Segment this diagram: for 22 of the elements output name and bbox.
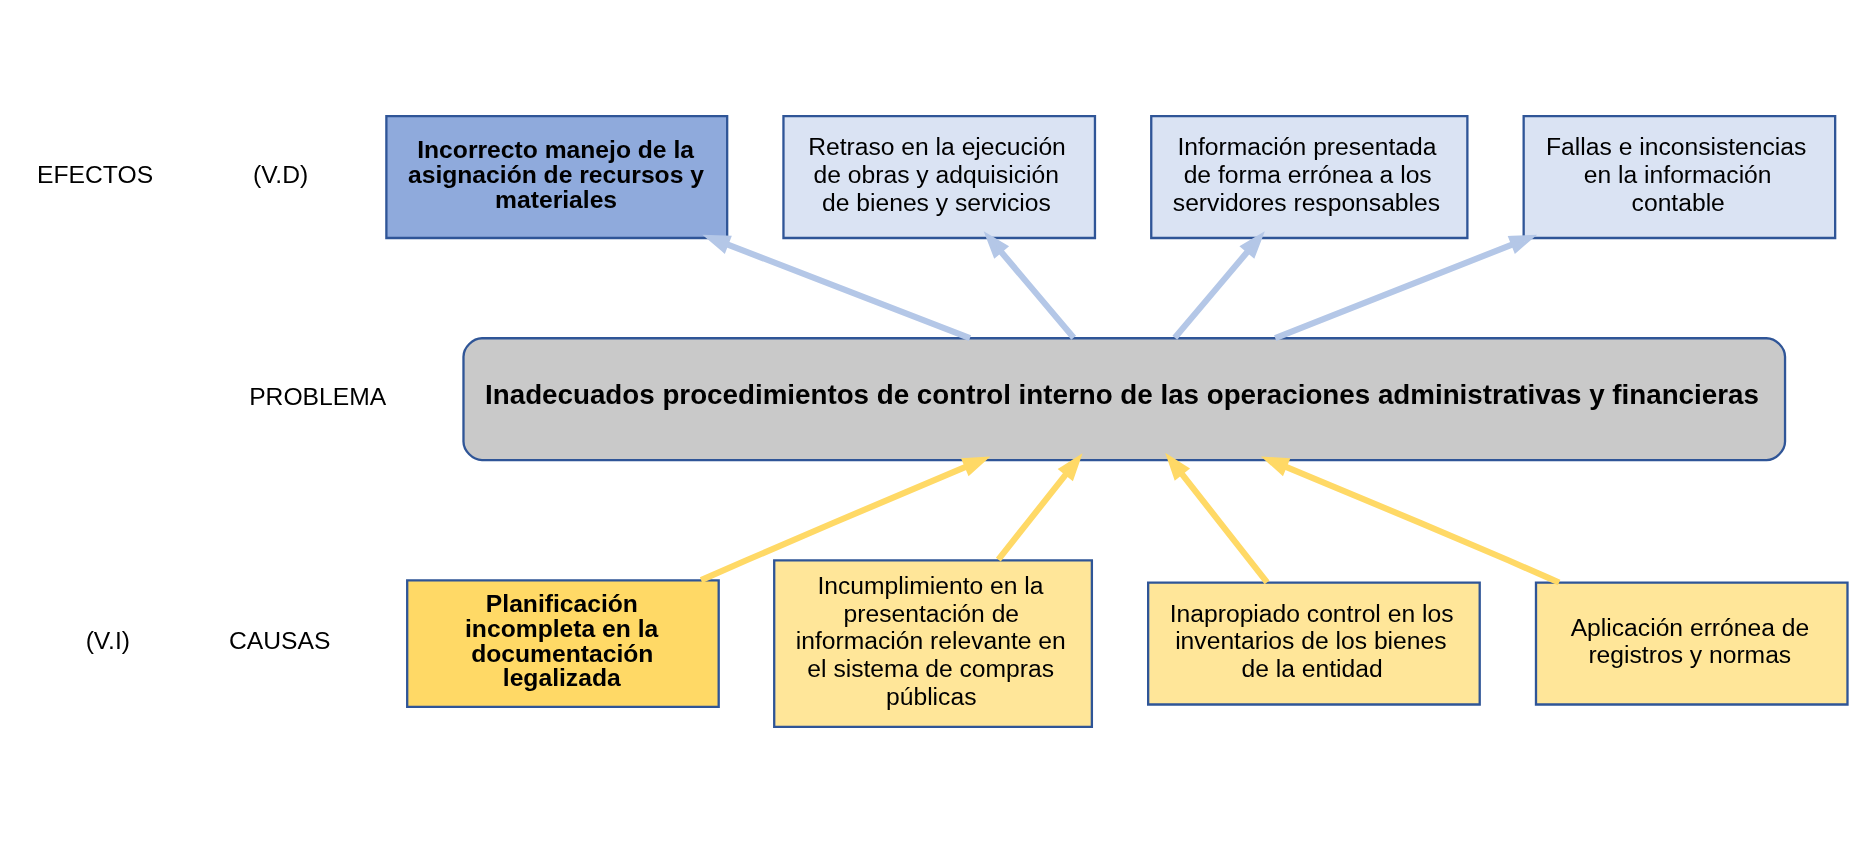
node-box: Inadecuados procedimientos de control interno de las operaciones administrativas y financieras	[462, 337, 1787, 462]
node-box: Información presentada de forma errónea a los servidores responsables	[1150, 115, 1469, 240]
label: (V.I)	[85, 627, 130, 655]
arrow	[995, 453, 1083, 562]
arrow	[1260, 456, 1561, 586]
arrow	[702, 234, 972, 341]
node-box: Aplicación errónea de registros y normas	[1534, 581, 1849, 706]
label: PROBLEMA	[249, 383, 387, 410]
arrow	[1274, 234, 1538, 341]
node-box: Incorrecto manejo de la asignación de recursos y materiales	[385, 115, 729, 240]
label: EFECTOS	[37, 160, 154, 188]
node-box: Inapropiado control en los inventarios de los bienes de la entidad	[1147, 581, 1481, 706]
arrow	[699, 456, 991, 583]
label: CAUSAS	[229, 627, 331, 655]
arrow	[983, 231, 1077, 340]
label: (V.D)	[252, 160, 309, 188]
node-box: Incumplimiento en la presentación de información relevante en el sistema de compras públicas	[773, 559, 1094, 728]
node-box: Retraso en la ejecución de obras y adquisición de bienes y servicios	[782, 115, 1097, 240]
arrow	[1165, 452, 1270, 585]
node-box: Planificación incompleta en la documentación legalizada	[406, 579, 720, 708]
node-box: Fallas e inconsistencias en la información contable	[1522, 115, 1837, 240]
arrow	[1172, 231, 1265, 340]
